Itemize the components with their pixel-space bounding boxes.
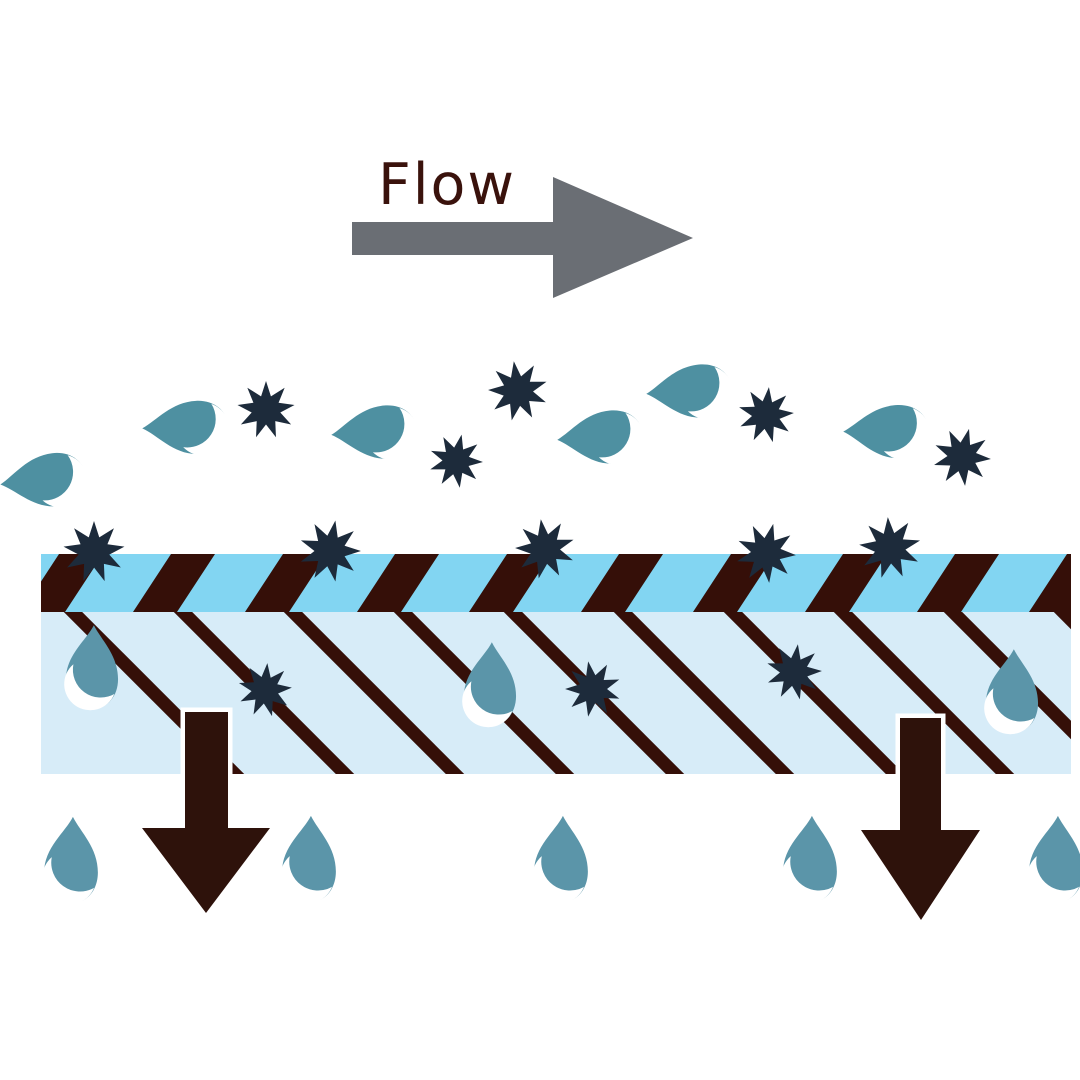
feed-water-droplet-icon: [0, 449, 91, 515]
contaminant-particle-icon: [927, 421, 997, 491]
permeate-water-droplet-icon: [1027, 815, 1080, 904]
feed-water-droplet-icon: [140, 399, 231, 459]
flow-label: Flow: [378, 152, 516, 218]
contaminant-particle-icon: [484, 357, 552, 424]
membrane-stripe: [805, 554, 887, 612]
membrane-stripe: [469, 554, 551, 612]
contaminant-particle-icon: [237, 380, 295, 438]
membrane-stripe: [917, 554, 999, 612]
membrane-stripe: [133, 554, 215, 612]
permeate-down-arrow-icon: [852, 713, 989, 929]
permeate-water-droplet-icon: [280, 815, 336, 904]
feed-water-droplet-icon: [842, 403, 932, 462]
feed-water-droplet-icon: [329, 402, 421, 466]
permeate-down-arrow-icon: [132, 707, 280, 921]
membrane-line: [613, 612, 795, 774]
feed-water-droplet-icon: [555, 407, 647, 471]
membrane-stripe: [357, 554, 439, 612]
feed-water-droplet-icon: [644, 361, 736, 425]
membrane-stripe: [581, 554, 663, 612]
membrane-line: [283, 612, 465, 774]
membrane-line: [833, 612, 1015, 774]
contaminant-particle-icon: [424, 429, 488, 492]
membrane-stripe: [245, 554, 327, 612]
contaminant-particle-icon: [735, 384, 797, 445]
permeate-water-droplet-icon: [532, 815, 588, 904]
permeate-water-droplet-icon: [42, 816, 98, 905]
membrane-stripe: [1029, 554, 1071, 612]
permeate-water-droplet-icon: [781, 815, 837, 904]
flow-arrow-icon: [352, 177, 693, 298]
membrane-line: [723, 612, 905, 774]
